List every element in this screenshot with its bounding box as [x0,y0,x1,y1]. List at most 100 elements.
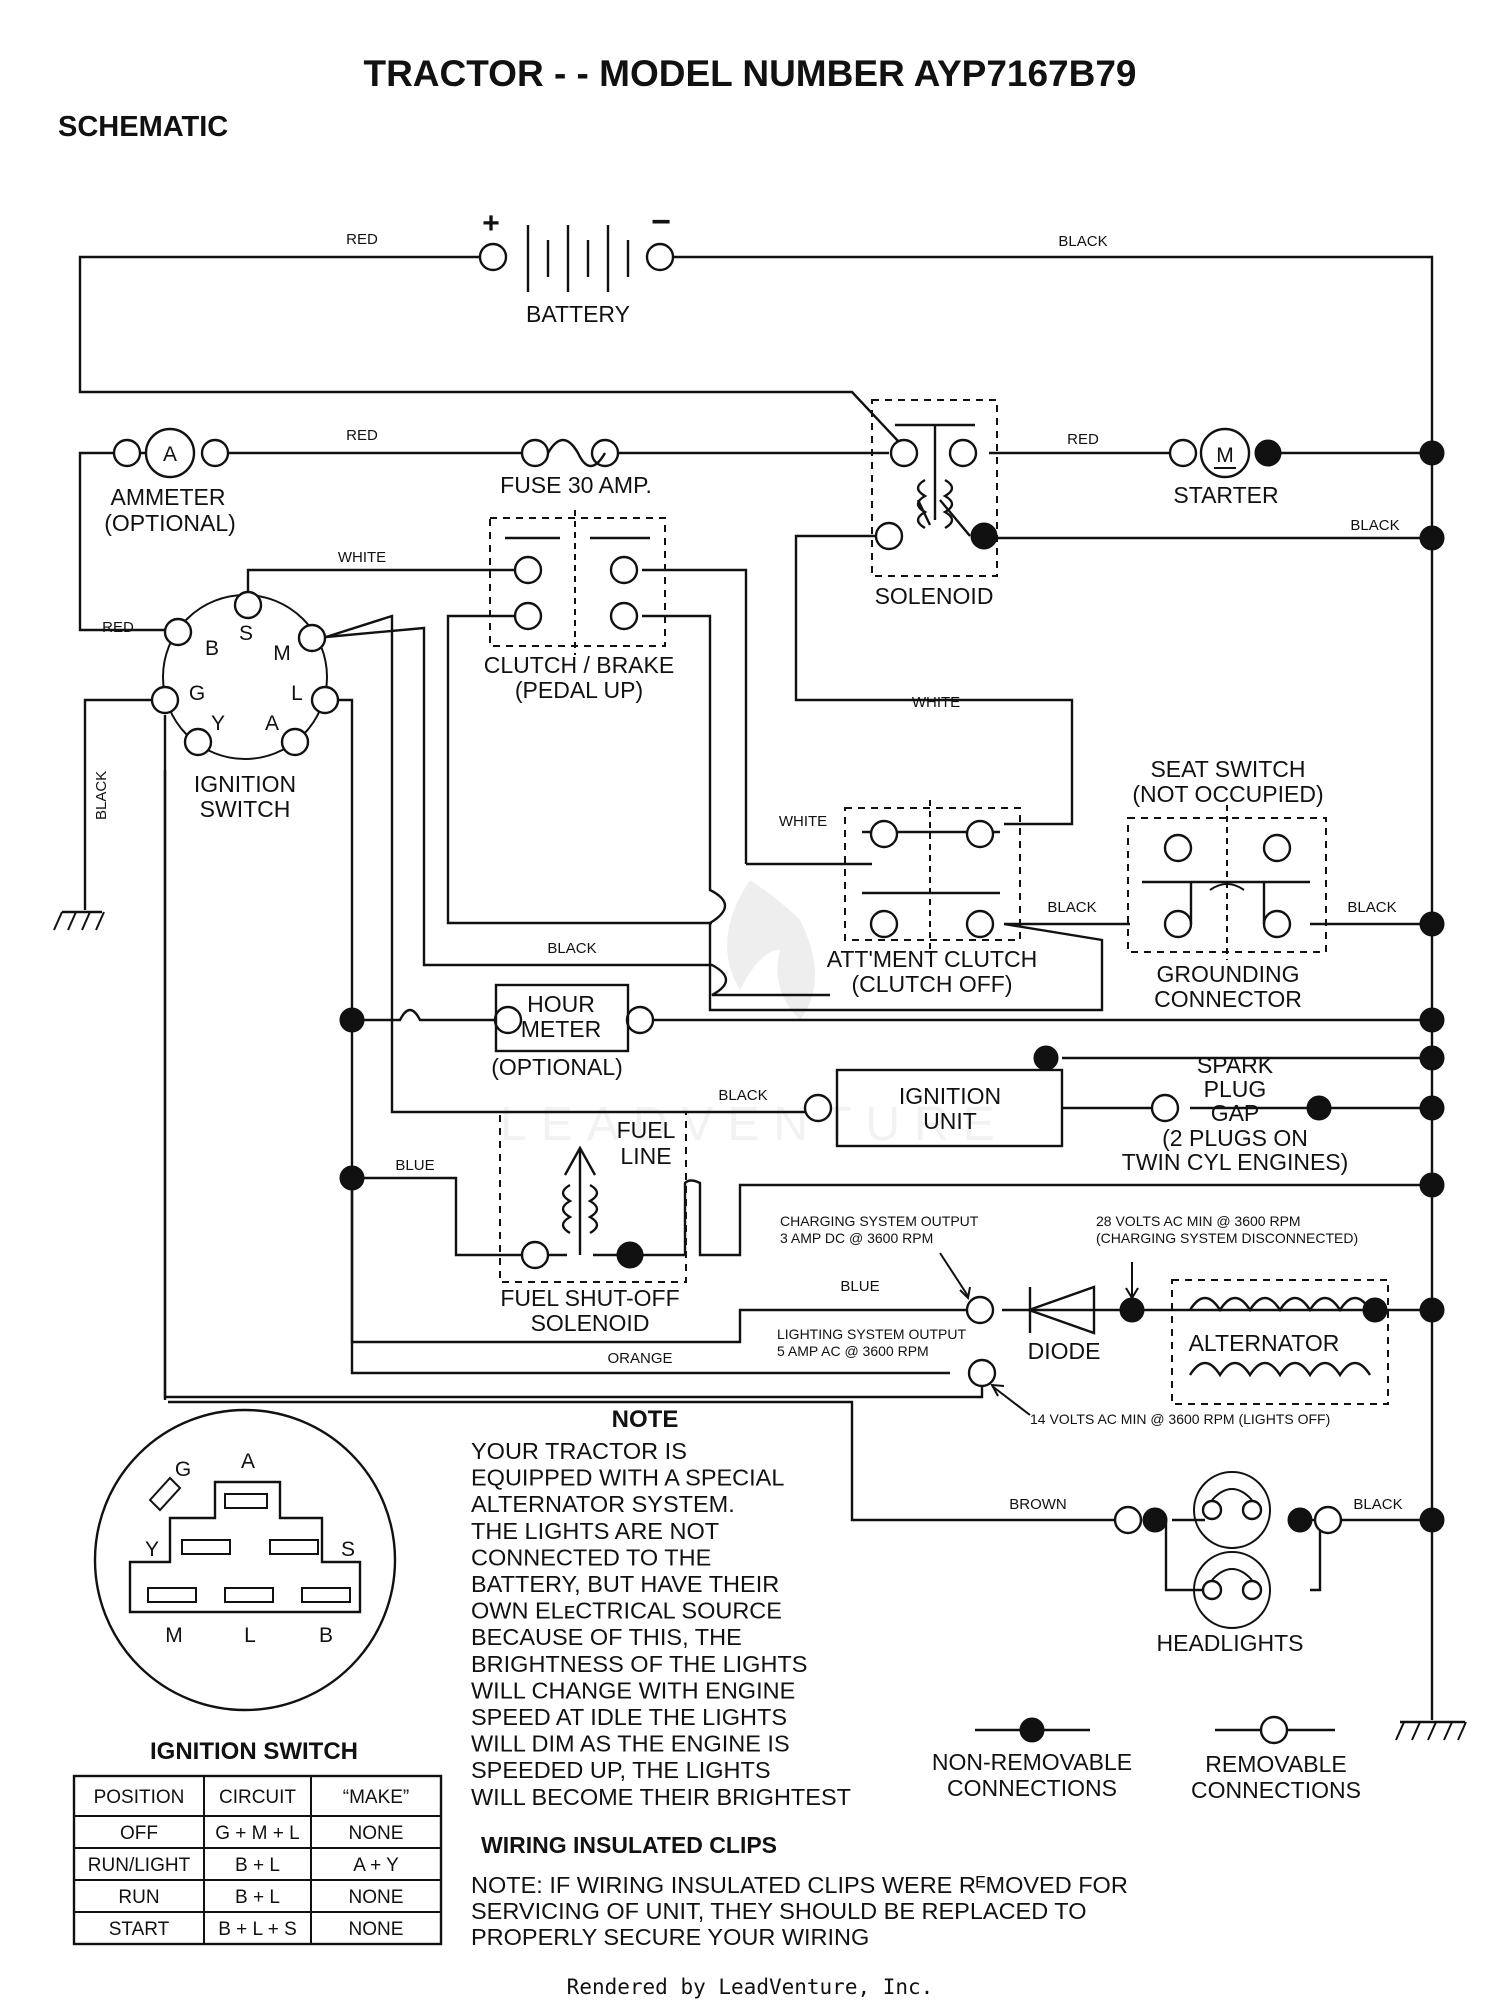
ammeter-optional-label: (OPTIONAL) [104,510,236,536]
spark-plug-label-2: PLUG [1204,1076,1267,1102]
table-cell: NONE [349,1887,404,1908]
clips-note: WIRING INSULATED CLIPS NOTE: IF WIRING I… [471,1832,1128,1950]
attachment-clutch-sub: (CLUTCH OFF) [852,971,1013,997]
volts-14-label: 14 VOLTS AC MIN @ 3600 RPM (LIGHTS OFF) [1030,1411,1330,1427]
headlight-bulb-upper [1193,1471,1271,1549]
wire-label-black-headlights: BLACK [1353,1496,1402,1513]
note-line: ALTERNATOR SYSTEM. [471,1491,735,1517]
ignition-switch-label: IGNITION [194,771,296,797]
ignition-switch-face: G A Y S M L B [93,1408,397,1712]
page-subtitle: SCHEMATIC [58,111,228,143]
hour-meter: HOUR METER (OPTIONAL) [491,983,655,1080]
table-header: “MAKE” [343,1787,410,1808]
spark-plug-label: SPARK [1197,1052,1274,1078]
pin-b-label: B [205,637,219,660]
face-pin-g: G [175,1458,191,1481]
ignition-unit-label-2: UNIT [923,1108,977,1134]
clutch-brake-switch: CLUTCH / BRAKE (PEDAL UP) [484,510,674,703]
fuel-shutoff-solenoid: FUEL LINE FUEL SHUT-OFF SOLENOID [499,1111,687,1336]
spark-plug-note-2: TWIN CYL ENGINES) [1122,1149,1349,1175]
seat-switch: SEAT SWITCH (NOT OCCUPIED) GROUNDING CON… [1127,756,1327,1012]
wire-label-white-solenoid: WHITE [912,694,960,711]
wire-label-black-clutch: BLACK [547,940,596,957]
clips-line-1: NOTE: IF WIRING INSULATED CLIPS WERE RᴱM… [471,1872,1128,1898]
pin-y-terminal [183,727,213,757]
table-cell: START [109,1919,170,1940]
clips-line-3: PROPERLY SECURE YOUR WIRING [471,1924,869,1950]
fuel-line-label: FUEL [617,1117,676,1143]
legend-removable-sub: CONNECTIONS [1191,1777,1361,1803]
wire-label-black-solenoid: BLACK [1350,517,1399,534]
note-line: EQUIPPED WITH A SPECIAL [471,1465,784,1491]
ground-symbol-left [53,910,105,931]
note-line: CONNECTED TO THE [471,1544,711,1570]
volts-28-label: 28 VOLTS AC MIN @ 3600 RPM [1096,1213,1301,1229]
pin-m-label: M [273,642,291,665]
wire-label-white-top: WHITE [338,549,386,566]
table-cell: NONE [349,1823,404,1844]
battery-negative-terminal [645,242,675,272]
wire-label-white-clutch: WHITE [779,813,827,830]
pin-y-label: Y [211,712,225,735]
face-pin-l: L [244,1624,256,1647]
face-pin-b: B [319,1624,333,1647]
legend-non-removable-sub: CONNECTIONS [947,1775,1117,1801]
spark-plug: SPARK PLUG GAP (2 PLUGS ON TWIN CYL ENGI… [1122,1052,1349,1175]
watermark-text: LEADVENTURE [500,1098,1009,1151]
table-header: POSITION [94,1787,185,1808]
battery-minus-sign: − [651,203,671,241]
face-pin-y: Y [145,1538,159,1561]
note-line: SPEED AT IDLE THE LIGHTS [471,1704,787,1730]
wires [78,255,1434,1720]
charging-output-label: CHARGING SYSTEM OUTPUT [780,1213,979,1229]
wire-label-blue-charging: BLUE [840,1278,879,1295]
battery-plus-sign: + [482,207,500,240]
wire-label-red-switch: RED [102,619,134,636]
ignition-switch-label-2: SWITCH [200,796,291,822]
watermark: LEADVENTURE [500,880,1009,1151]
ammeter-label: AMMETER [111,484,226,510]
note-line: OWN ELᴇCTRICAL SOURCE [471,1598,782,1624]
ignition-unit-label: IGNITION [899,1083,1001,1109]
note-heading: NOTE [612,1406,679,1433]
wire-label-black-seat-left: BLACK [1047,899,1096,916]
pin-a-label: A [265,712,279,735]
charging-system: DIODE ALTERNATOR [939,1252,1389,1416]
note-line: WILL DIM AS THE ENGINE IS [471,1731,790,1757]
ignition-switch-schematic: B S M G L Y A IGNITION SWITCH [150,590,340,822]
table-cell: B + L + S [218,1919,297,1940]
note-line: SPEEDED UP, THE LIGHTS [471,1757,771,1783]
hour-meter-label-2: METER [521,1016,602,1042]
ammeter-symbol: A [163,443,177,466]
clips-heading: WIRING INSULATED CLIPS [481,1832,777,1858]
battery-positive-terminal [478,242,508,272]
wire-label-red-ammeter: RED [346,427,378,444]
attachment-clutch-switch: ATT'MENT CLUTCH (CLUTCH OFF) [827,800,1037,997]
note-line: BATTERY, BUT HAVE THEIR [471,1571,779,1597]
note-line: YOUR TRACTOR IS [471,1438,687,1464]
footer-credit: Rendered by LeadVenture, Inc. [567,1975,934,1999]
grounding-connector-label: GROUNDING [1156,961,1299,987]
charging-output-spec: 3 AMP DC @ 3600 RPM [780,1230,933,1246]
pin-a-terminal [280,727,310,757]
clips-line-2: SERVICING OF UNIT, THEY SHOULD BE REPLAC… [471,1898,1087,1924]
solenoid-label: SOLENOID [875,583,994,609]
grounding-connector-sub: CONNECTOR [1154,986,1302,1012]
wire-label-blue-fuel: BLUE [395,1157,434,1174]
pin-s-label: S [239,622,253,645]
spark-plug-gap: GAP [1211,1100,1260,1126]
wire-label-brown: BROWN [1009,1496,1067,1513]
pin-g-terminal [150,685,180,715]
wire-label-orange: ORANGE [607,1350,672,1367]
note-line: WILL BECOME THEIR BRIGHTEST [471,1784,851,1810]
note-line: THE LIGHTS ARE NOT [471,1518,719,1544]
diode-label: DIODE [1028,1338,1101,1364]
wire-label-black-top: BLACK [1058,233,1107,250]
table-cell: RUN [118,1887,159,1908]
face-pin-s: S [341,1538,355,1561]
fuse-label: FUSE 30 AMP. [500,472,652,498]
face-pin-m: M [165,1624,183,1647]
starter-label: STARTER [1173,482,1278,508]
